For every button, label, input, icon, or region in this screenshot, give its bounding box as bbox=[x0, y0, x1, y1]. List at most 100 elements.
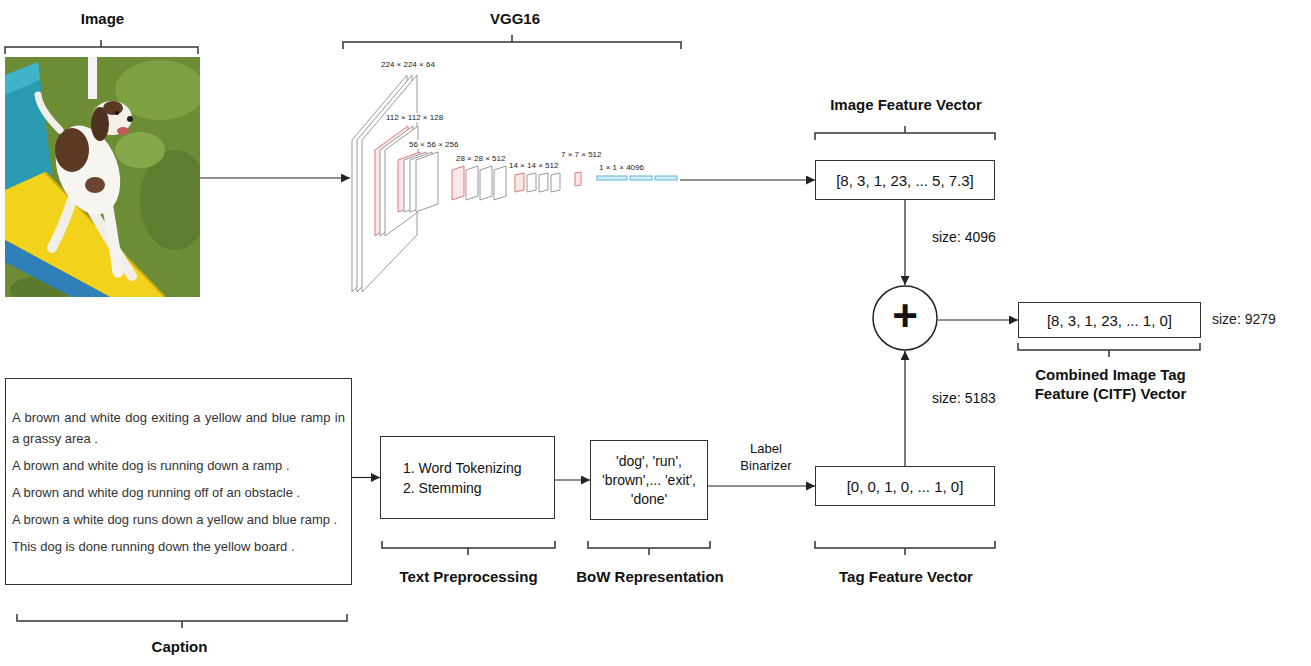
arrow-connector bbox=[680, 179, 815, 180]
vgg16-network bbox=[597, 176, 677, 180]
node-text: 2. Stemming bbox=[403, 478, 482, 498]
text-holder bbox=[5, 175, 200, 179]
vgg16-network bbox=[539, 173, 548, 192]
brace-bracket bbox=[815, 541, 995, 555]
dog-photo bbox=[5, 62, 40, 95]
text-holder: + bbox=[872, 293, 938, 343]
node-text: + bbox=[892, 293, 918, 339]
vgg16-network bbox=[551, 173, 560, 192]
process-box: 'dog', 'run', 'brown',... 'exit', 'done'… bbox=[590, 440, 708, 520]
node-text: [8, 3, 1, 23, ... 5, 7.3] bbox=[836, 171, 974, 190]
node-heading: BoW Representation bbox=[570, 567, 730, 586]
dog-photo bbox=[115, 132, 165, 168]
dog-photo bbox=[127, 116, 133, 122]
layer-dimension: 56 × 56 × 256 bbox=[408, 140, 459, 149]
layer-dimension: 1 × 1 × 4096 bbox=[598, 163, 645, 172]
node-text: [0, 0, 1, 0, ... 1, 0] bbox=[847, 477, 964, 496]
node-heading: Combined Image Tag Feature (CITF) Vector bbox=[1009, 365, 1212, 403]
vgg16-network bbox=[597, 176, 627, 180]
node-text: A brown and white dog running off of an … bbox=[12, 482, 345, 503]
text-holder: 1. Word Tokenizing2. Stemming bbox=[381, 454, 554, 502]
dog-photo bbox=[117, 127, 129, 135]
vgg16-network bbox=[452, 166, 464, 200]
dog-photo bbox=[44, 117, 132, 224]
brace-bracket bbox=[588, 541, 710, 555]
brace-bracket bbox=[815, 126, 995, 140]
caption-box: A brown and white dog exiting a yellow a… bbox=[5, 378, 352, 585]
arrow-connector bbox=[555, 479, 590, 480]
edge-label: size: 5183 bbox=[930, 390, 998, 407]
feature-vector-box: [8, 3, 1, 23, ... 5, 7.3]Image Feature V… bbox=[815, 160, 995, 200]
text-holder: A brown and white dog exiting a yellow a… bbox=[6, 400, 351, 564]
dog-photo bbox=[52, 200, 72, 248]
arrow-connector bbox=[938, 319, 1018, 320]
brace-bracket bbox=[382, 541, 555, 555]
arrow-connector bbox=[904, 200, 905, 285]
process-box: 1. Word Tokenizing2. StemmingText Prepro… bbox=[380, 436, 555, 519]
layer-dimension: 224 × 224 × 64 bbox=[380, 60, 436, 69]
dog-photo bbox=[38, 95, 60, 130]
vgg16-network bbox=[527, 173, 536, 192]
image-panel: Image bbox=[5, 57, 200, 297]
brace-bracket bbox=[343, 35, 681, 49]
vgg16-network bbox=[480, 166, 492, 200]
edge-label: size: 4096 bbox=[930, 229, 998, 246]
edge-label: Label Binarizer bbox=[731, 440, 801, 474]
vgg16-network bbox=[404, 152, 438, 212]
dog-photo bbox=[5, 57, 200, 297]
brace-bracket bbox=[5, 40, 198, 54]
dog-photo bbox=[115, 111, 119, 115]
vgg16-network bbox=[494, 166, 506, 200]
vgg16-network bbox=[630, 176, 652, 180]
layer-dimension: 7 × 7 × 512 bbox=[560, 150, 602, 159]
sum-circle: + bbox=[872, 285, 938, 351]
network-panel: VGG16 bbox=[350, 60, 680, 296]
node-heading: Caption bbox=[6, 637, 353, 656]
dog-photo bbox=[55, 128, 89, 172]
size-note: size: 9279 bbox=[1212, 311, 1276, 328]
text-holder: [8, 3, 1, 23, ... 1, 0] bbox=[1019, 309, 1200, 332]
node-heading: Image Feature Vector bbox=[796, 95, 1016, 114]
node-text: A brown a white dog runs down a yellow a… bbox=[12, 509, 345, 530]
brace-bracket bbox=[17, 614, 347, 628]
text-holder: [8, 3, 1, 23, ... 5, 7.3] bbox=[816, 169, 994, 192]
feature-vector-box: [0, 0, 1, 0, ... 1, 0]Tag Feature Vector bbox=[815, 466, 995, 506]
vgg16-network bbox=[527, 173, 560, 192]
node-text: 'dog', 'run', 'brown',... 'exit', 'done' bbox=[597, 452, 701, 509]
arrow-connector bbox=[200, 177, 350, 178]
node-text: [8, 3, 1, 23, ... 1, 0] bbox=[1047, 311, 1172, 330]
dog-photo bbox=[5, 240, 110, 297]
node-heading: VGG16 bbox=[350, 9, 680, 28]
layer-dimension: 14 × 14 × 512 bbox=[508, 161, 559, 170]
node-heading: Tag Feature Vector bbox=[806, 567, 1006, 586]
dog-photo bbox=[103, 101, 123, 115]
dog-photo bbox=[88, 57, 97, 99]
dog-photo bbox=[85, 177, 105, 193]
brace-bracket bbox=[5, 35, 1200, 628]
layer-dimension: 112 × 112 × 128 bbox=[385, 113, 444, 122]
text-holder bbox=[350, 176, 680, 180]
arrow-connector bbox=[708, 485, 815, 486]
layer-dimension: 28 × 28 × 512 bbox=[455, 154, 506, 163]
node-heading: Image bbox=[5, 9, 200, 28]
circle-outline bbox=[873, 286, 937, 350]
vgg16-network bbox=[416, 152, 438, 212]
vgg16-network bbox=[515, 173, 524, 192]
vgg16-network bbox=[466, 166, 506, 200]
brace-bracket bbox=[1018, 343, 1200, 357]
vgg16-network bbox=[575, 172, 581, 186]
node-heading: Text Preprocessing bbox=[371, 567, 566, 586]
arrow-connector bbox=[352, 477, 380, 478]
arrow-connector bbox=[904, 351, 905, 466]
node-text: 1. Word Tokenizing bbox=[403, 458, 522, 478]
text-holder: [0, 0, 1, 0, ... 1, 0] bbox=[816, 475, 994, 498]
node-text: A brown and white dog exiting a yellow a… bbox=[12, 407, 345, 449]
feature-vector-box: [8, 3, 1, 23, ... 1, 0]Combined Image Ta… bbox=[1018, 302, 1201, 338]
text-holder: 'dog', 'run', 'brown',... 'exit', 'done' bbox=[591, 448, 707, 513]
node-text: A brown and white dog is running down a … bbox=[12, 455, 345, 476]
vgg16-network bbox=[352, 75, 677, 292]
vgg16-network bbox=[466, 166, 478, 200]
node-text: This dog is done running down the yellow… bbox=[12, 536, 345, 557]
vgg16-network bbox=[655, 176, 677, 180]
